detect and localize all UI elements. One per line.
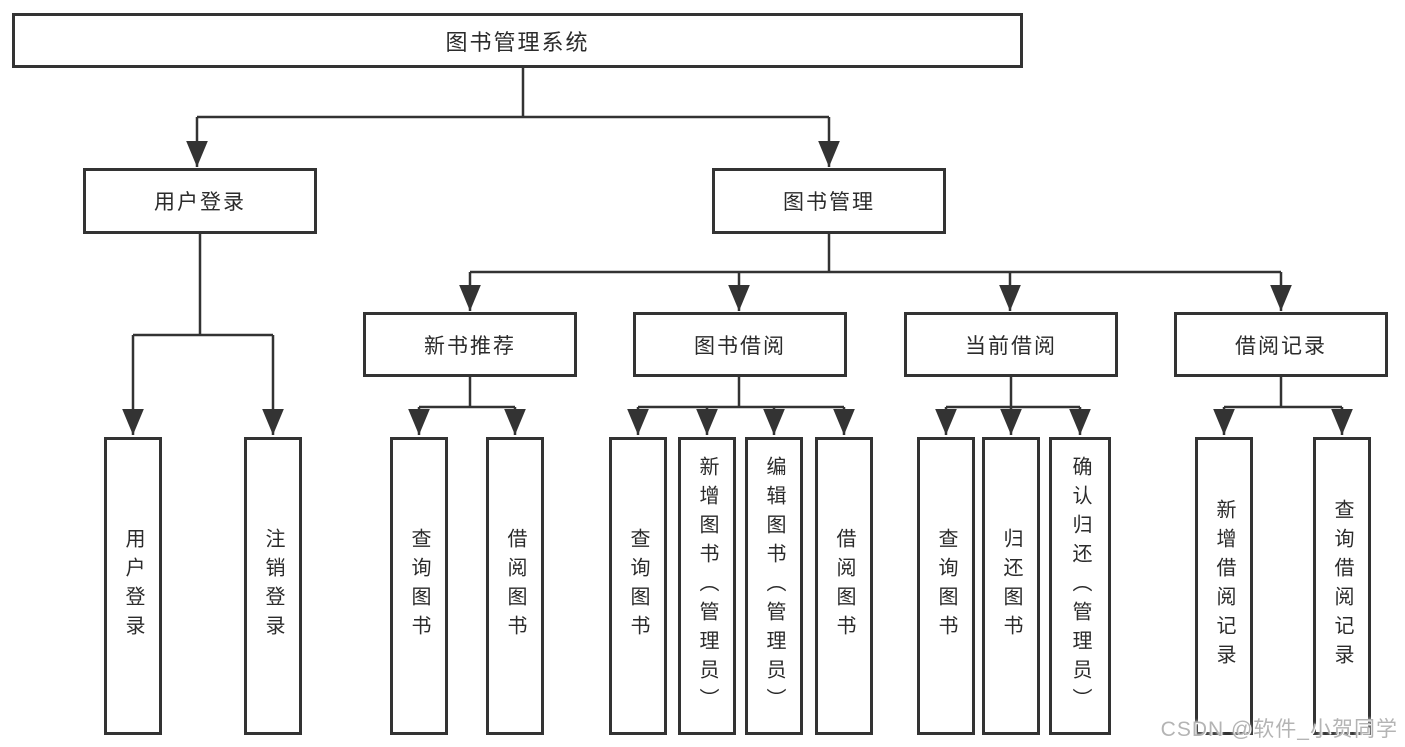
leaf-logout-label: 注销登录 [262, 528, 284, 644]
leaf-add-borrow-record: 新增借阅记录 [1195, 437, 1253, 735]
node-current-borrow: 当前借阅 [904, 312, 1118, 377]
leaf-borrow-books-recommend: 借阅图书 [486, 437, 544, 735]
leaf-query-books-borrow: 查询图书 [609, 437, 667, 735]
csdn-watermark: CSDN @软件_小贺同学 [1160, 718, 1398, 741]
node-new-book-recommend: 新书推荐 [363, 312, 577, 377]
node-book-borrow: 图书借阅 [633, 312, 847, 377]
leaf-add-borrow-record-label: 新增借阅记录 [1213, 499, 1235, 673]
leaf-confirm-return-admin-label: 确认归还（管理员） [1069, 455, 1091, 717]
node-borrow-records-label: 借阅记录 [1235, 334, 1327, 358]
leaf-user-login: 用户登录 [104, 437, 162, 735]
connector-book-borrow [627, 377, 855, 435]
node-user-login-label: 用户登录 [154, 191, 246, 214]
leaf-query-books-recommend: 查询图书 [390, 437, 448, 735]
connector-user-login [122, 232, 284, 435]
node-user-login: 用户登录 [83, 168, 317, 234]
leaf-return-book-label: 归还图书 [1000, 528, 1022, 644]
leaf-edit-book-admin-label: 编辑图书（管理员） [763, 455, 785, 717]
leaf-edit-book-admin: 编辑图书（管理员） [745, 437, 803, 735]
leaf-return-book: 归还图书 [982, 437, 1040, 735]
leaf-query-borrow-record: 查询借阅记录 [1313, 437, 1371, 735]
leaf-add-book-admin-label: 新增图书（管理员） [696, 455, 718, 717]
leaf-confirm-return-admin: 确认归还（管理员） [1049, 437, 1111, 735]
leaf-query-borrow-record-label: 查询借阅记录 [1331, 499, 1353, 673]
leaf-borrow-books-label: 借阅图书 [833, 528, 855, 644]
leaf-user-login-label: 用户登录 [122, 528, 144, 644]
leaf-borrow-books-recommend-label: 借阅图书 [504, 528, 526, 644]
connector-root [186, 68, 840, 167]
node-book-borrow-label: 图书借阅 [694, 334, 786, 358]
node-root-system-label: 图书管理系统 [445, 29, 590, 55]
leaf-query-books-borrow-label: 查询图书 [627, 528, 649, 644]
node-new-book-recommend-label: 新书推荐 [424, 334, 516, 358]
connector-current-borrow [935, 377, 1091, 435]
connector-borrow-records [1213, 377, 1353, 435]
connector-book-management [459, 234, 1292, 311]
node-borrow-records: 借阅记录 [1174, 312, 1388, 377]
connector-new-book-recommend [408, 377, 526, 435]
leaf-logout: 注销登录 [244, 437, 302, 735]
leaf-query-books-current-label: 查询图书 [935, 528, 957, 644]
leaf-query-books-current: 查询图书 [917, 437, 975, 735]
leaf-borrow-books: 借阅图书 [815, 437, 873, 735]
node-book-management-label: 图书管理 [783, 191, 875, 214]
node-current-borrow-label: 当前借阅 [965, 334, 1057, 358]
node-root-system: 图书管理系统 [12, 13, 1023, 68]
node-book-management: 图书管理 [712, 168, 946, 234]
leaf-add-book-admin: 新增图书（管理员） [678, 437, 736, 735]
leaf-query-books-recommend-label: 查询图书 [408, 528, 430, 644]
